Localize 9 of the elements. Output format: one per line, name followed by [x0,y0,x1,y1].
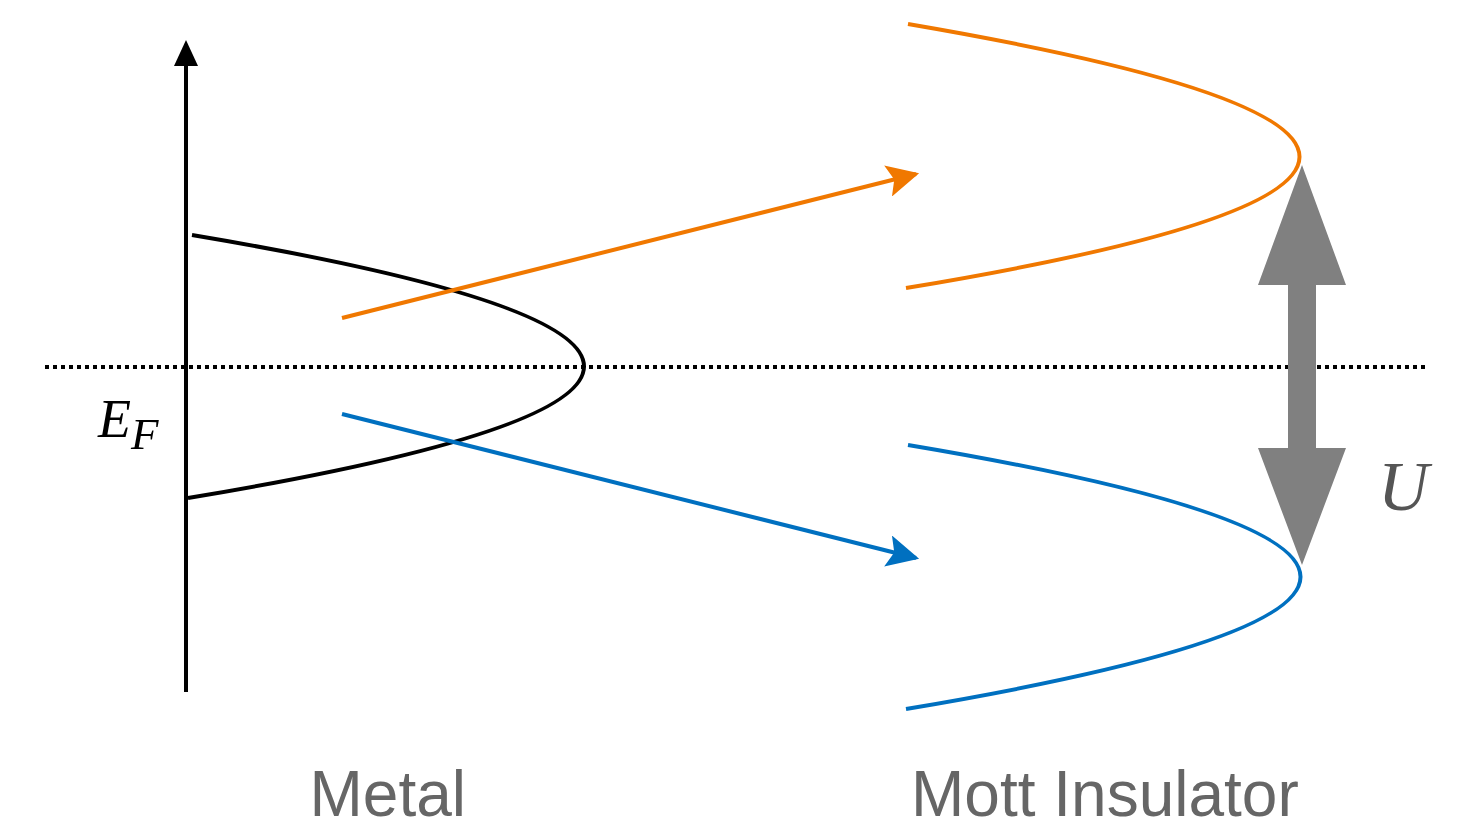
band-curve [905,22,1300,290]
band-curve [905,443,1301,711]
band-curve [187,233,585,500]
phase-label: Mott Insulator [911,762,1299,824]
double-arrow [1258,165,1346,565]
arrow [341,165,920,320]
arrow [341,412,920,567]
fermi-energy-label: E$_{F}$ [98,392,159,457]
phase-label: Metal [309,762,466,824]
